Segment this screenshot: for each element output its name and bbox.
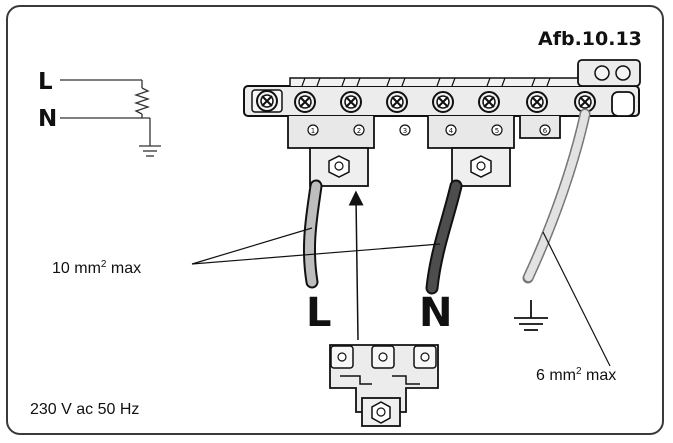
terminal-number: 5 <box>495 127 499 135</box>
supply-spec-label: 230 V ac 50 Hz <box>30 401 140 418</box>
insert-arrow <box>348 190 364 341</box>
terminal-block <box>243 59 641 149</box>
schematic-label-n: N <box>38 106 58 132</box>
terminal-number: 1 <box>311 127 315 135</box>
phase-lug <box>309 147 369 187</box>
schematic-symbol <box>60 79 161 157</box>
earth-symbol <box>514 300 548 331</box>
schematic-label-l: L <box>38 69 53 95</box>
bridge-piece <box>329 344 439 427</box>
terminal-number: 2 <box>357 127 361 135</box>
phase-wire-capacity-label: 10 mm2 max <box>52 259 142 277</box>
earth-wire-capacity-label: 6 mm2 max <box>536 366 617 384</box>
terminal-number: 3 <box>403 127 407 135</box>
terminal-number: 4 <box>449 127 454 135</box>
neutral-lug <box>451 147 511 187</box>
terminal-number: 6 <box>543 127 548 135</box>
terminal-label-n: N <box>419 290 453 336</box>
diagram-frame <box>6 5 664 435</box>
figure-number: Afb.10.13 <box>538 28 642 50</box>
terminal-label-l: L <box>306 290 332 336</box>
